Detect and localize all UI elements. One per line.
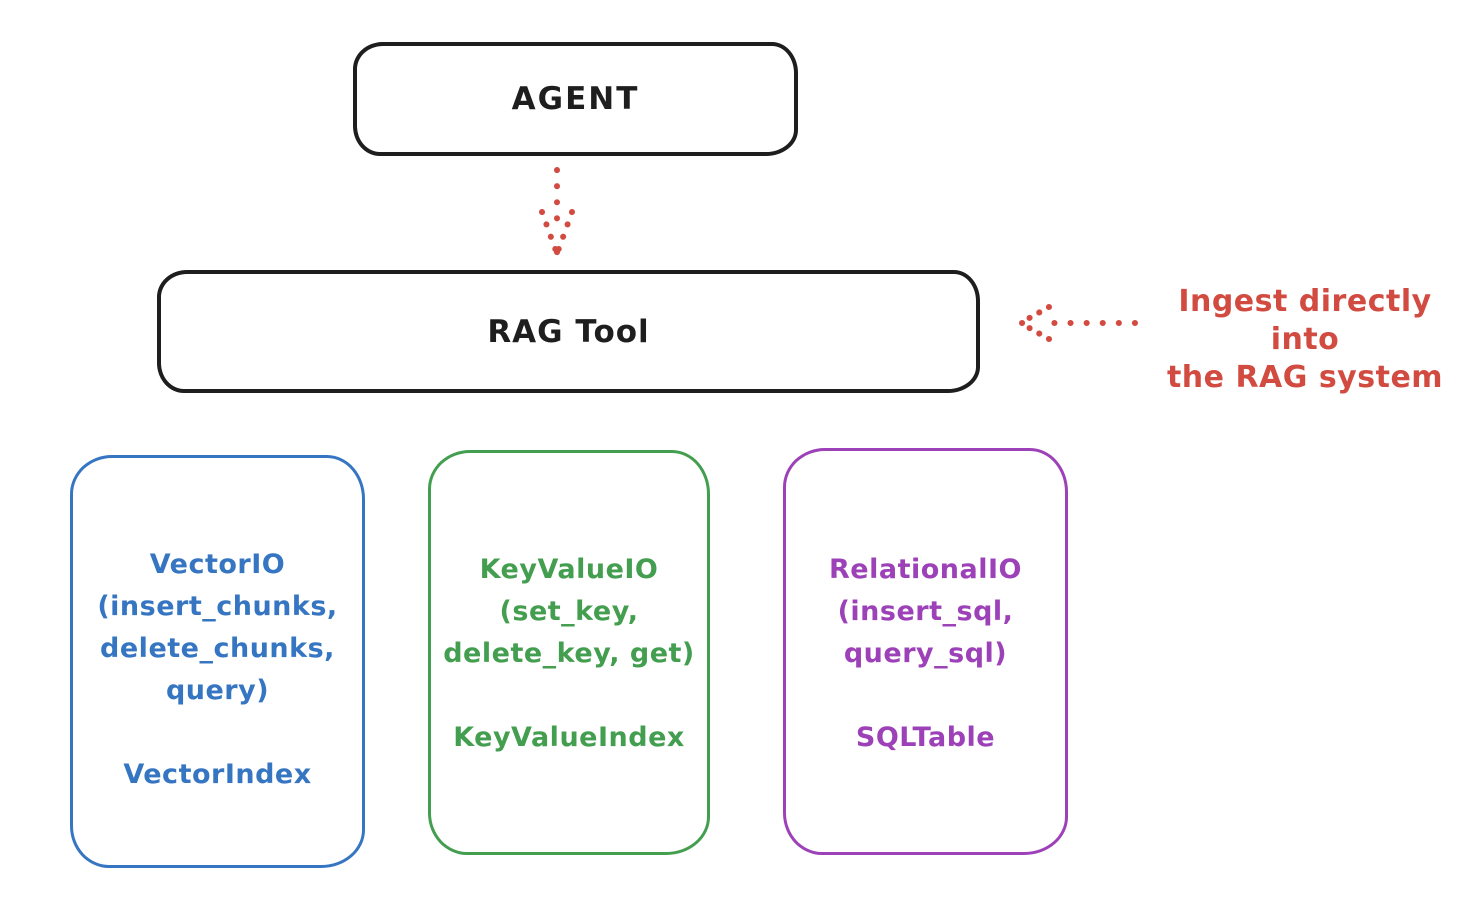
ingest-annotation-line1: Ingest directly into [1178,284,1432,357]
relational-io-line: query_sql) [843,638,1008,669]
vector-io-line: query) [165,675,270,706]
agent-to-rag-arrow [539,167,575,256]
keyvalue-io-line: KeyValueIO [479,554,659,585]
keyvalue-io-line: (set_key, [499,596,639,627]
relational-io-line: RelationalIO [829,554,1022,585]
vector-io-box: VectorIO (insert_chunks, delete_chunks, … [70,455,365,868]
relational-io-line: (insert_sql, [837,596,1014,627]
rag-tool-box: RAG Tool [157,270,980,393]
vector-io-line: delete_chunks, [100,633,335,664]
keyvalue-index-label: KeyValueIndex [453,722,685,753]
relational-io-box: RelationalIO (insert_sql, query_sql) SQL… [783,448,1068,855]
agent-box: AGENT [353,42,798,156]
ingest-arrow [1019,304,1138,342]
vector-io-line: (insert_chunks, [97,591,338,622]
ingest-annotation: Ingest directly into the RAG system [1140,283,1470,397]
sql-table-label: SQLTable [855,722,996,753]
ingest-annotation-line2: the RAG system [1166,360,1444,395]
agent-label: AGENT [511,81,640,117]
vector-index-label: VectorIndex [123,759,312,790]
vector-io-line: VectorIO [149,549,286,580]
keyvalue-io-box: KeyValueIO (set_key, delete_key, get) Ke… [428,450,710,855]
keyvalue-io-line: delete_key, get) [443,638,695,669]
rag-tool-label: RAG Tool [487,313,650,350]
